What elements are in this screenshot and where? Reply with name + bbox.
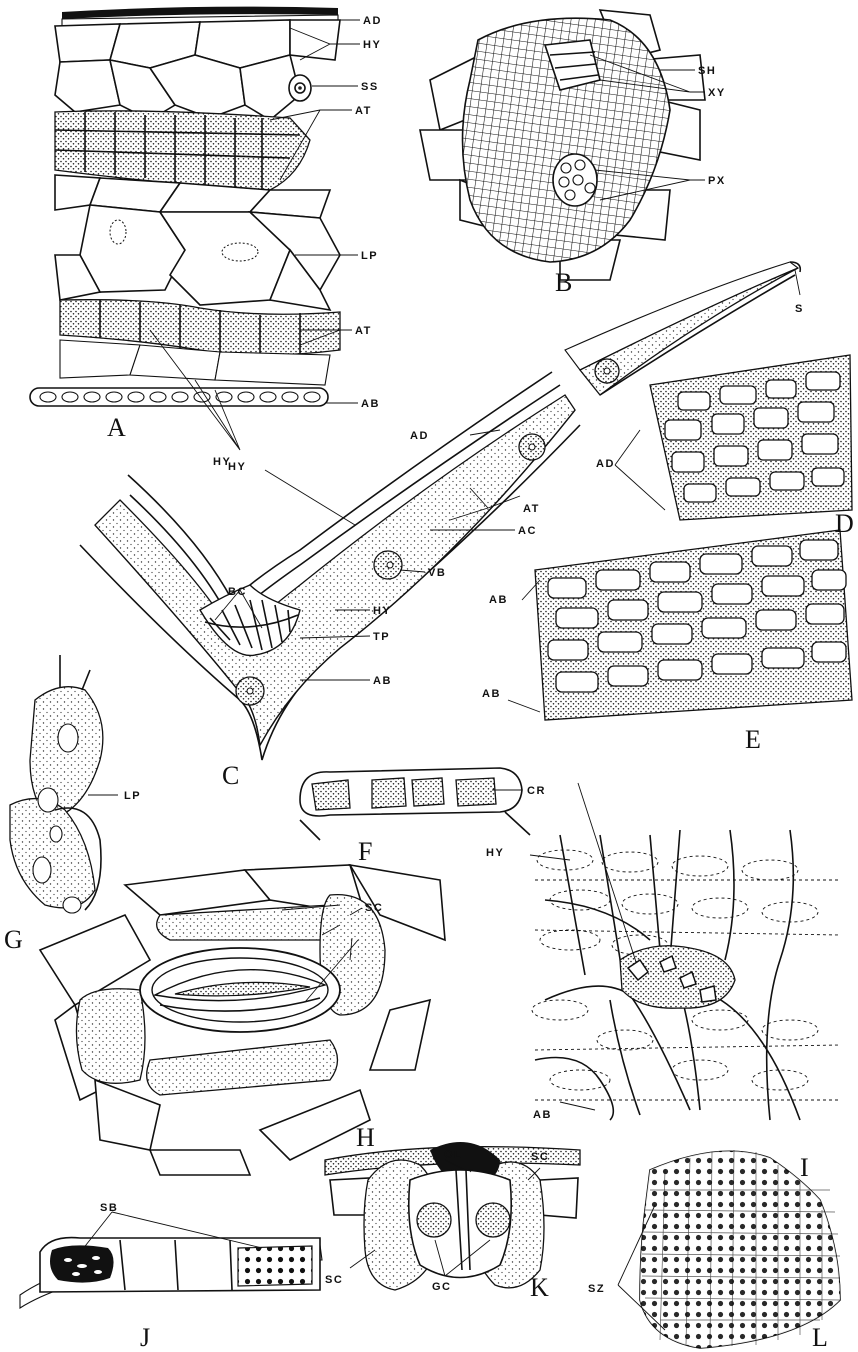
panel-g-lacunar-parenchyma [10, 655, 118, 913]
label-ab-e1: AB [489, 594, 508, 606]
label-lp-a: LP [361, 250, 378, 262]
label-sb: SB [100, 1202, 118, 1214]
label-at-c: AT [523, 503, 540, 515]
label-ab-a: AB [361, 398, 380, 410]
label-hy-a: HY [363, 39, 381, 51]
label-ss: SS [361, 81, 379, 93]
figure-letter-a: A [107, 413, 126, 442]
label-px: PX [708, 175, 726, 187]
label-hy-i: HY [486, 847, 504, 859]
label-hy-c: HY [228, 461, 246, 473]
label-ad-a: AD [363, 15, 382, 27]
label-ab-c: AB [373, 675, 392, 687]
panel-i-crystal-cluster [530, 783, 840, 1120]
figure-letter-l: L [812, 1323, 828, 1352]
figure-letter-b: B [555, 268, 572, 297]
figure-letter-k: K [530, 1273, 549, 1302]
label-tp: TP [373, 631, 390, 643]
label-sc-h: SC [365, 902, 383, 914]
figure-letter-i: I [800, 1153, 809, 1182]
figure-letter-h: H [356, 1123, 375, 1152]
label-ab-e2: AB [482, 688, 501, 700]
label-at-a1: AT [355, 105, 372, 117]
panel-a-leaf-section [30, 7, 360, 450]
label-sh: SH [698, 65, 716, 77]
label-vb: VB [428, 567, 446, 579]
label-lp-g: LP [124, 790, 141, 802]
label-xy: XY [708, 87, 726, 99]
label-sz: SZ [588, 1283, 605, 1295]
label-ol: OL [444, 1149, 462, 1161]
figure-letter-c: C [222, 761, 239, 790]
label-s: S [795, 303, 804, 315]
figure-letter-d: D [835, 509, 854, 538]
panel-k-stoma-section [325, 1142, 580, 1290]
label-gc: GC [432, 1281, 452, 1293]
figure-letter-j: J [140, 1323, 150, 1352]
label-ab-i: AB [533, 1109, 552, 1121]
panel-d-adaxial-epidermis [615, 355, 852, 520]
label-ad-c: AD [410, 430, 429, 442]
label-sc-k1: SC [531, 1151, 549, 1163]
panel-b-vascular-bundle [420, 10, 705, 280]
label-sc-k2: SC [325, 1274, 343, 1286]
panel-e-abaxial-epidermis [508, 530, 852, 720]
figure-letter-g: G [4, 925, 23, 954]
panel-f-crystal-cells [300, 768, 530, 840]
panel-j-storage-cells [20, 1212, 322, 1308]
label-at-a2: AT [355, 325, 372, 337]
figure-letter-e: E [745, 725, 761, 754]
panel-h-stomatal-complex [40, 865, 445, 1175]
label-hy-c2: HY [373, 605, 391, 617]
label-bc: BC [228, 586, 247, 598]
figure-letter-f: F [358, 837, 372, 866]
label-ad-d: AD [596, 458, 615, 470]
label-ac: AC [518, 525, 537, 537]
label-cr-f: CR [527, 785, 546, 797]
